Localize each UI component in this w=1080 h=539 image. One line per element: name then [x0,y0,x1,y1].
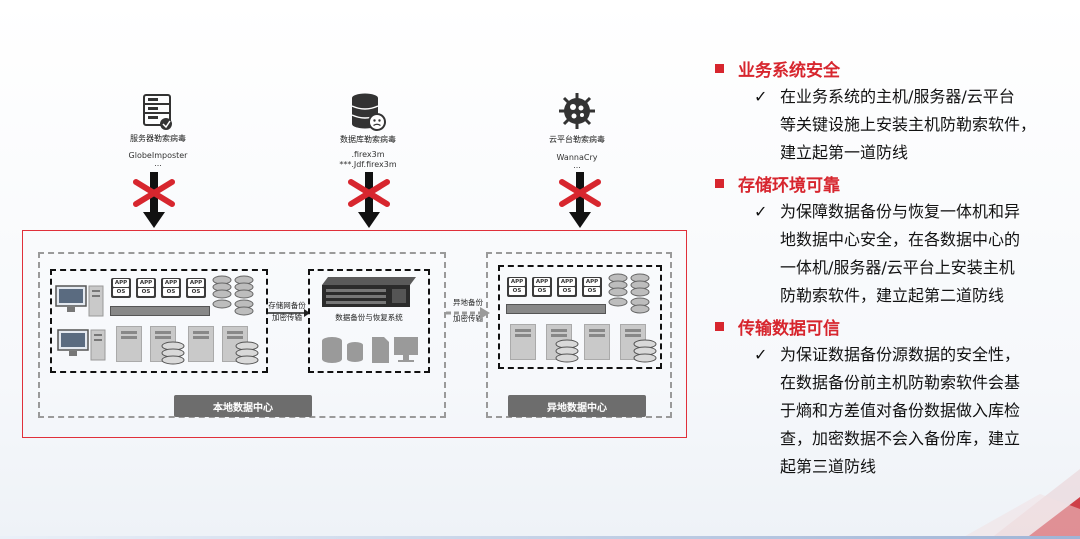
check-icon: ✓ [754,202,768,221]
rack-server-icon [506,304,606,314]
local-datacenter-label: 本地数据中心 [174,395,312,417]
block-x-icon [559,172,601,228]
monitor-icon [55,285,104,317]
section-title: 传输数据可信 [738,318,840,339]
threat-name: 服务器勒索病毒 [130,134,186,143]
section-title: 存储环境可靠 [738,175,840,196]
section-business-security: 业务系统安全 [712,53,1072,83]
remote-backup-arrow [446,307,490,319]
local-datacenter [38,252,446,418]
threat-more: ... [573,161,581,170]
threat-name: 数据库勒索病毒 [340,135,396,144]
section-storage-reliability: 存储环境可靠 [712,168,1072,198]
backup-system-label: 数据备份与恢复系统 [335,313,403,322]
backup-arrow [268,309,310,317]
local-business-hosts [50,269,268,373]
defense-layers-panel: 业务系统安全 ✓ 在业务系统的主机/服务器/云平台 等关键设施上安装主机防勒索软… [712,53,1072,481]
section-transfer-trust: 传输数据可信 [712,311,1072,341]
database-virus-icon [351,93,386,131]
section-body: ✓ 在业务系统的主机/服务器/云平台 等关键设施上安装主机防勒索软件， 建立起第… [754,83,1072,167]
server-tower [510,324,536,360]
corner-decoration [960,469,1080,539]
server-tower [584,324,610,360]
disk-stack-icon [555,339,579,363]
remote-hosts [498,265,662,369]
block-x-icon [133,172,175,228]
check-icon: ✓ [754,345,768,364]
server-tower [116,326,142,362]
threat-more: ... [154,159,162,168]
remote-backup-label: 异地备份加密传输 [453,298,483,323]
rack-server-icon [110,306,210,316]
disk-stack-icon [608,273,650,314]
section-body: ✓ 为保证数据备份源数据的安全性， 在数据备份前主机防勒索软件会基 于熵和方差值… [754,341,1072,481]
bullet-square-icon [715,63,724,73]
threat-variant: GlobeImposter [128,151,188,160]
monitor-icon [57,329,106,361]
rack-server-icon [322,277,416,307]
protection-scope-frame [22,230,687,438]
cloud-virus-icon [559,93,595,129]
section-title: 业务系统安全 [738,60,840,81]
section-body: ✓ 为保障数据备份与恢复一体机和异 地数据中心安全，在各数据中心的 一体机/服务… [754,198,1072,310]
bullet-square-icon [715,321,724,331]
threat-variant: .firex3m ***.Jdf.firex3m [339,150,397,169]
backup-recovery-system [308,269,430,373]
threat-name: 云平台勒索病毒 [549,135,605,144]
block-x-icon [348,172,390,228]
server-tower [188,326,214,362]
bottom-accent-line [0,536,1080,539]
backup-targets-icons [322,337,418,363]
server-icon [143,94,172,130]
threat-variant: WannaCry [556,153,598,162]
check-icon: ✓ [754,87,768,106]
threat-server: 服务器勒索病毒 GlobeImposter ... [88,93,228,168]
disk-stack-icon [633,339,657,363]
threat-database: 数据库勒索病毒 .firex3m ***.Jdf.firex3m ... [298,92,438,177]
disk-stack-icon [161,341,185,365]
disk-stack-icon [212,275,254,316]
disk-stack-icon [235,341,259,365]
remote-datacenter [486,252,672,418]
remote-datacenter-label: 异地数据中心 [508,395,646,417]
threat-cloud: 云平台勒索病毒 WannaCry ... [507,90,647,170]
bullet-square-icon [715,178,724,188]
storage-backup-label: 存储网备份加密传输 [268,301,306,322]
